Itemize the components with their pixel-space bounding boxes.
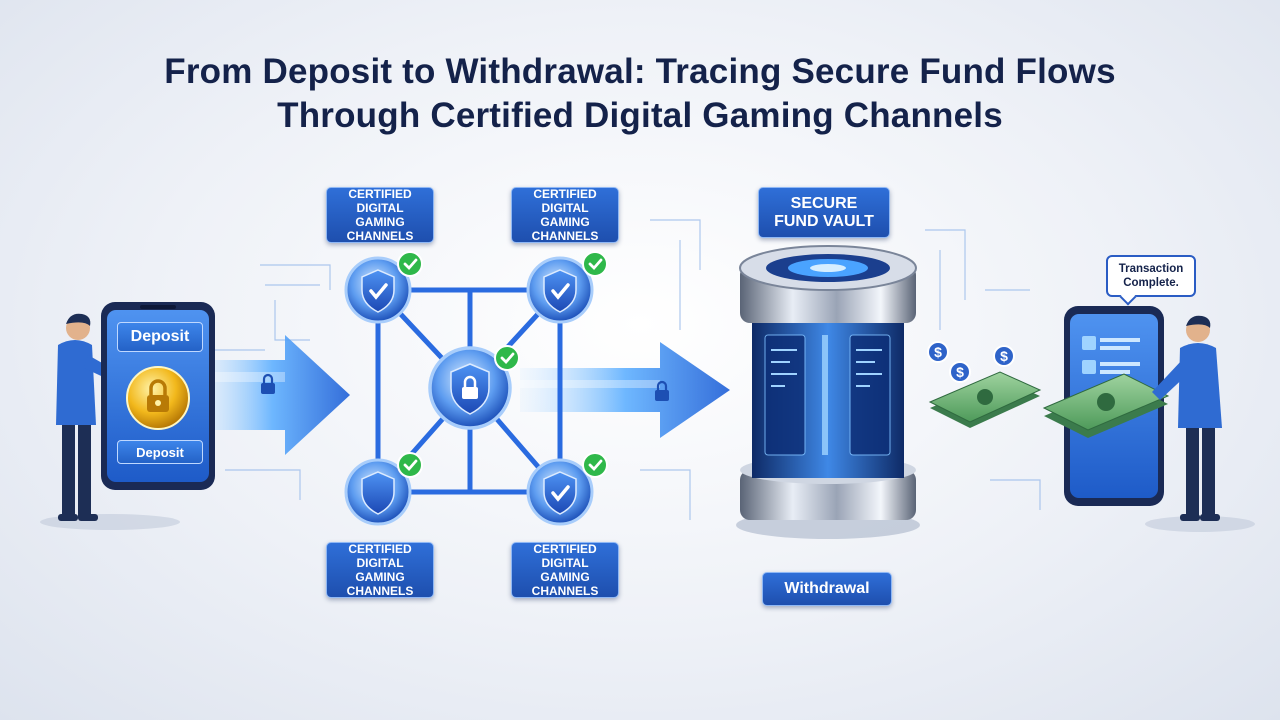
shield-node-bottom-right	[526, 458, 594, 526]
shield-node-top-right	[526, 256, 594, 324]
check-badge-icon	[397, 251, 423, 277]
shield-node-bottom-left	[344, 458, 412, 526]
deposit-button[interactable]: Deposit	[117, 440, 203, 464]
transaction-complete-bubble: Transaction Complete.	[1106, 255, 1196, 297]
coin-lock-icon	[126, 366, 190, 430]
svg-text:$: $	[934, 344, 942, 360]
svg-text:$: $	[956, 364, 964, 380]
padlock-icon	[655, 380, 669, 401]
person-left	[40, 313, 180, 530]
title-line-2: Through Certified Digital Gaming Channel…	[277, 96, 1003, 135]
secure-fund-vault-label: SECURE FUND VAULT	[758, 187, 890, 238]
check-badge-icon	[582, 251, 608, 277]
title-line-1: From Deposit to Withdrawal: Tracing Secu…	[164, 52, 1116, 91]
certified-label-bottom-right: CERTIFIED DIGITAL GAMING CHANNELS	[511, 542, 619, 598]
svg-text:$: $	[1000, 348, 1008, 364]
shield-node-center	[428, 346, 512, 430]
check-badge-icon	[582, 452, 608, 478]
vault-arrow	[520, 342, 730, 438]
cash-stack-icon	[1042, 373, 1170, 438]
deposit-arrow	[195, 335, 350, 455]
certified-label-bottom-left: CERTIFIED DIGITAL GAMING CHANNELS	[326, 542, 434, 598]
check-badge-icon	[397, 452, 423, 478]
dollar-coin-icon: $	[993, 345, 1015, 367]
certified-label-top-left: CERTIFIED DIGITAL GAMING CHANNELS	[326, 187, 434, 243]
circuit-lines	[215, 219, 1041, 520]
dollar-coin-icon: $	[927, 341, 949, 363]
person-right	[1145, 315, 1255, 532]
fund-vault	[736, 245, 920, 539]
certified-label-top-right: CERTIFIED DIGITAL GAMING CHANNELS	[511, 187, 619, 243]
padlock-icon	[261, 373, 275, 394]
dollar-coin-icon: $	[949, 361, 971, 383]
shield-node-top-left	[344, 256, 412, 324]
cash-stack-icon	[928, 371, 1042, 428]
deposit-header: Deposit	[117, 322, 203, 352]
check-badge-icon	[494, 345, 520, 371]
withdrawal-label: Withdrawal	[762, 572, 892, 606]
